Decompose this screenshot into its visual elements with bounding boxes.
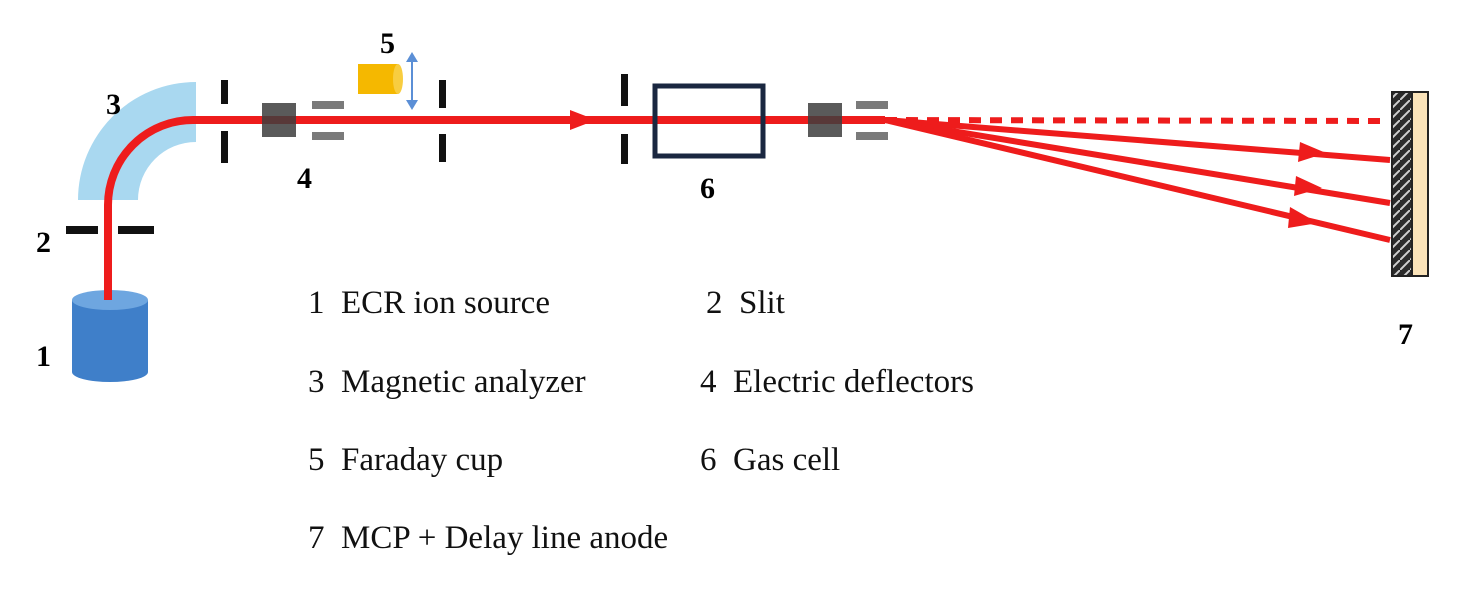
legend-number: 4 xyxy=(700,364,717,400)
gas-cell xyxy=(652,83,766,159)
electric-deflectors-2 xyxy=(808,101,888,140)
faraday-cup xyxy=(358,64,403,94)
slit xyxy=(66,226,154,234)
legend-text: Electric deflectors xyxy=(733,364,974,400)
legend-text: Gas cell xyxy=(733,442,841,478)
legend-item-faraday-cup: 5 Faraday cup xyxy=(308,444,503,477)
aperture-1 xyxy=(221,80,228,163)
label-deflectors: 4 xyxy=(297,162,312,195)
label-analyzer: 3 xyxy=(106,88,121,121)
legend-item-ion-source: 1 ECR ion source xyxy=(308,287,550,320)
legend-item-analyzer: 3 Magnetic analyzer xyxy=(308,366,586,399)
legend-text: ECR ion source xyxy=(341,285,550,321)
legend-item-detector: 7 MCP + Delay line anode xyxy=(308,522,668,555)
scattered-beams xyxy=(884,117,1391,243)
label-detector: 7 xyxy=(1398,318,1413,351)
legend-item-deflectors: 4 Electric deflectors xyxy=(700,366,974,399)
faraday-cup-move-arrow xyxy=(406,52,418,110)
label-slit: 2 xyxy=(36,226,51,259)
legend-number: 3 xyxy=(308,364,325,400)
legend-item-slit: 2 Slit xyxy=(706,287,785,320)
legend-text: MCP + Delay line anode xyxy=(341,520,669,556)
mcp-delay-line-detector xyxy=(1391,91,1429,277)
legend-number: 1 xyxy=(308,285,325,321)
ion-beam-main xyxy=(104,116,885,300)
legend-text: Slit xyxy=(739,285,785,321)
aperture-3 xyxy=(621,74,628,164)
electric-deflectors-1 xyxy=(262,101,344,140)
label-faraday-cup: 5 xyxy=(380,27,395,60)
legend-number: 6 xyxy=(700,442,717,478)
label-gas-cell: 6 xyxy=(700,172,715,205)
label-ion-source: 1 xyxy=(36,340,51,373)
legend-text: Faraday cup xyxy=(341,442,504,478)
beam-arrow xyxy=(570,110,596,130)
ion-source xyxy=(72,290,148,382)
legend-number: 2 xyxy=(706,285,723,321)
legend-number: 5 xyxy=(308,442,325,478)
aperture-2 xyxy=(439,80,446,162)
legend-number: 7 xyxy=(308,520,325,556)
legend-text: Magnetic analyzer xyxy=(341,364,586,400)
legend-item-gas-cell: 6 Gas cell xyxy=(700,444,840,477)
